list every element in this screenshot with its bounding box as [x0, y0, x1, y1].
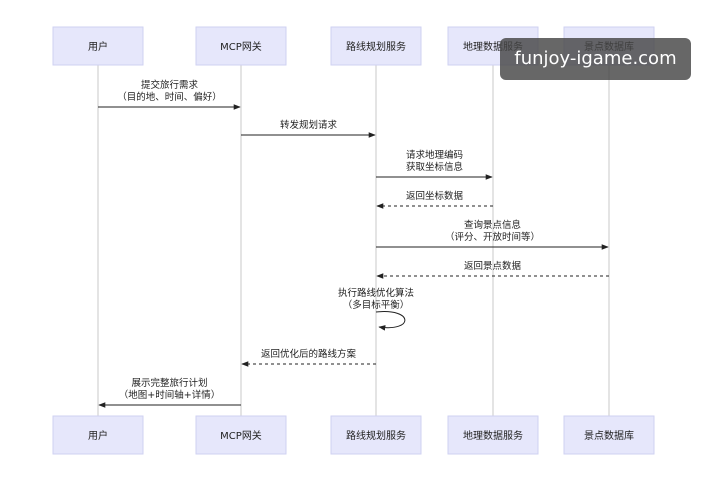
actor-box-mcp-top	[195, 26, 287, 66]
message-label-7-line-1: 执行路线优化算法	[338, 287, 414, 299]
message-label-9-line-1: 展示完整旅行计划	[131, 377, 207, 389]
message-label-3-line-2: 获取坐标信息	[406, 161, 463, 173]
message-label-3-line-1: 请求地理编码	[406, 149, 463, 161]
actor-box-geo-bottom	[447, 415, 539, 455]
actor-label-mcp-bottom: MCP网关	[220, 429, 262, 442]
message-label-8: 返回优化后的路线方案	[261, 348, 357, 360]
actor-box-route-top	[330, 26, 422, 66]
message-label-6: 返回景点数据	[464, 260, 522, 272]
actor-label-user-top: 用户	[88, 40, 108, 53]
actor-label-route-top: 路线规划服务	[346, 40, 406, 53]
message-label-5-line-2: （评分、开放时间等）	[445, 231, 540, 243]
actor-box-user-bottom	[52, 415, 144, 455]
message-label-4: 返回坐标数据	[406, 190, 464, 202]
message-label-9-line-2: （地图+时间轴+详情）	[119, 389, 220, 401]
actor-label-route-bottom: 路线规划服务	[346, 429, 406, 442]
actor-label-poi-bottom: 景点数据库	[584, 429, 634, 442]
message-label-2: 转发规划请求	[280, 119, 338, 131]
actor-label-geo-bottom: 地理数据服务	[463, 429, 523, 442]
actor-box-mcp-bottom	[195, 415, 287, 455]
watermark: funjoy-igame.com	[500, 38, 691, 80]
message-label-1-line-1: 提交旅行需求	[141, 79, 199, 91]
message-label-7-line-2: （多目标平衡）	[343, 299, 410, 311]
actor-label-mcp-top: MCP网关	[220, 40, 262, 53]
actor-box-user-top	[52, 26, 144, 66]
message-label-1-line-2: （目的地、时间、偏好）	[117, 91, 222, 103]
message-arrow-7	[375, 311, 406, 331]
actor-label-user-bottom: 用户	[88, 429, 108, 442]
message-label-5-line-1: 查询景点信息	[464, 219, 521, 231]
actor-box-poi-bottom	[563, 415, 655, 455]
actor-box-route-bottom	[330, 415, 422, 455]
